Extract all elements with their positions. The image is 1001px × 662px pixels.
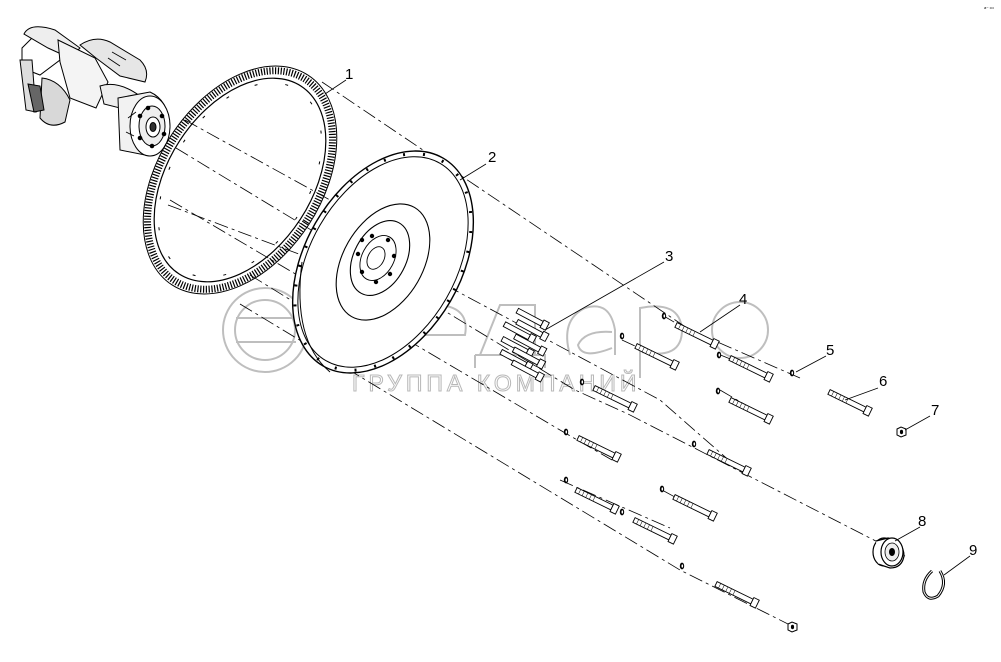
callout-5: 5 xyxy=(826,342,834,359)
assembly-lines xyxy=(167,81,906,626)
bearing-part-8 xyxy=(872,537,905,569)
callout-8: 8 xyxy=(918,513,926,530)
circlip-part-9 xyxy=(922,569,945,600)
callout-7: 7 xyxy=(931,402,939,419)
callout-9: 9 xyxy=(969,542,977,559)
callout-4: 4 xyxy=(739,291,747,308)
callout-leaders xyxy=(324,79,971,576)
callout-3: 3 xyxy=(665,248,673,265)
crankshaft xyxy=(19,26,171,157)
watermark-subtitle: ГРУППА КОМПАНИЙ xyxy=(352,369,640,396)
fasteners xyxy=(563,312,907,633)
callout-2: 2 xyxy=(488,149,496,166)
callout-6: 6 xyxy=(879,373,887,390)
flywheel-part-2 xyxy=(291,150,475,374)
corner-mark: a~ ••• xyxy=(984,5,994,10)
part-callouts: 1 2 3 4 5 6 7 8 9 xyxy=(345,66,977,559)
ring-gear-part-1 xyxy=(142,65,338,295)
callout-1: 1 xyxy=(345,66,353,83)
